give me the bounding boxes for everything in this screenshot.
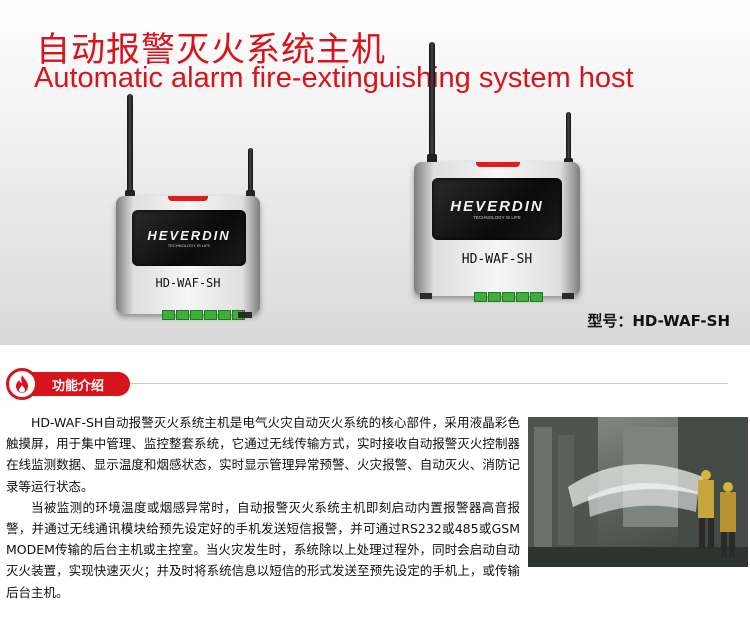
device-logo: HEVERDIN — [147, 228, 231, 243]
device-redbar — [476, 162, 520, 167]
page-title-en: Automatic alarm fire-extinguishing syste… — [34, 62, 634, 94]
antenna-left — [127, 94, 133, 198]
antenna-base-left — [427, 154, 437, 164]
antenna-right — [566, 112, 571, 164]
device-model-text: HD-WAF-SH — [461, 252, 533, 267]
antenna-base-right — [246, 190, 255, 198]
device-feet — [238, 312, 252, 318]
firefighting-photo — [528, 417, 748, 567]
antenna-base-left — [125, 190, 135, 200]
model-label: 型号：HD-WAF-SH — [587, 312, 730, 330]
description-text: HD-WAF-SH自动报警灭火系统主机是电气火灾自动灭火系统的核心部件，采用液晶… — [6, 412, 520, 603]
hero-banner: 自动报警灭火系统主机 Automatic alarm fire-extingui… — [0, 0, 750, 345]
description-paragraph: 当被监测的环境温度或烟感异常时，自动报警灭火系统主机即刻启动内置报警器高音报警，… — [6, 499, 520, 600]
device-body: HEVERDIN TECHNOLOGY IS LIFE HD-WAF-SH — [116, 196, 260, 320]
terminal-block — [474, 292, 543, 302]
device-image-left: HEVERDIN TECHNOLOGY IS LIFE HD-WAF-SH — [112, 90, 262, 325]
antenna-left — [429, 42, 435, 162]
section-header: 功能介绍 — [0, 368, 750, 400]
section-title: 功能介绍 — [52, 379, 105, 394]
antenna-right — [248, 148, 253, 196]
device-model-text: HD-WAF-SH — [155, 276, 221, 290]
device-screen: HEVERDIN TECHNOLOGY IS LIFE — [432, 178, 562, 240]
device-feet — [420, 293, 432, 299]
section-divider — [22, 383, 728, 384]
device-screen: HEVERDIN TECHNOLOGY IS LIFE — [132, 210, 246, 266]
device-logo: HEVERDIN — [450, 198, 544, 215]
device-image-right: HEVERDIN TECHNOLOGY IS LIFE HD-WAF-SH — [410, 40, 585, 310]
device-body: HEVERDIN TECHNOLOGY IS LIFE HD-WAF-SH — [414, 162, 580, 302]
device-tagline: TECHNOLOGY IS LIFE — [473, 215, 521, 220]
page-title-cn: 自动报警灭火系统主机 — [36, 30, 386, 70]
device-redbar — [168, 196, 208, 201]
terminal-block — [162, 310, 245, 320]
flame-icon — [6, 368, 38, 400]
description-paragraph: HD-WAF-SH自动报警灭火系统主机是电气火灾自动灭火系统的核心部件，采用液晶… — [6, 415, 520, 494]
device-feet — [562, 293, 574, 299]
device-tagline: TECHNOLOGY IS LIFE — [167, 243, 211, 248]
